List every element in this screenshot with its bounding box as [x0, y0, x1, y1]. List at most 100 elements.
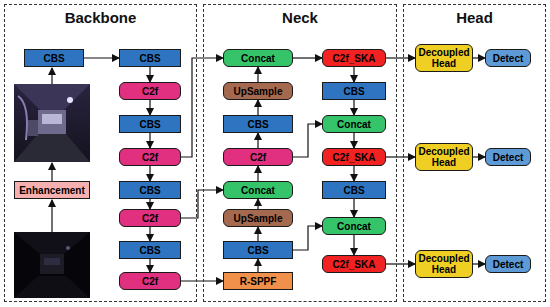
flow-connector: [257, 227, 258, 241]
flow-connector: [181, 58, 223, 157]
enhanced-image-ground: [14, 84, 90, 162]
tunnel-floor: [14, 276, 90, 298]
decoupled-head-block: Decoupled Head: [415, 250, 473, 278]
flow-connector: [473, 156, 485, 157]
region-title: Head: [404, 9, 545, 26]
block-label: C2f: [142, 86, 158, 97]
block-label: CBS: [247, 119, 268, 130]
flow-connector: [181, 190, 223, 218]
lamp: [66, 246, 70, 250]
flow-connector: [149, 67, 150, 82]
cbs-block: CBS: [322, 82, 386, 100]
c2f-ska-block: C2f_SKA: [322, 49, 386, 67]
block-label: C2f_SKA: [333, 152, 376, 163]
c2f-block: C2f: [119, 148, 181, 166]
block-label: Decoupled Head: [418, 146, 469, 168]
flow-connector: [293, 57, 322, 58]
block-label: C2f: [142, 152, 158, 163]
c2f-block: C2f: [119, 272, 181, 290]
block-label: C2f: [142, 213, 158, 224]
flow-connector: [149, 100, 150, 115]
flow-connector: [257, 199, 258, 209]
flow-connector: [149, 259, 150, 272]
block-label: CBS: [247, 245, 268, 256]
block-label: Enhancement: [19, 185, 85, 196]
block-label: CBS: [139, 53, 160, 64]
c2f-block: C2f: [119, 82, 181, 100]
block-label: Concat: [241, 53, 275, 64]
flow-connector: [149, 227, 150, 241]
flow-connector: [353, 100, 354, 115]
lamp: [67, 97, 73, 103]
region-panel: BackboneCBSEnhancementCBSC2fCBSC2fCBSC2f…: [4, 4, 197, 302]
block-label: Detect: [493, 152, 524, 163]
concat-block: Concat: [322, 217, 386, 235]
block-label: CBS: [139, 185, 160, 196]
cbs-block: CBS: [119, 49, 181, 67]
machine-panel: [42, 114, 62, 124]
flow-connector: [257, 166, 258, 181]
cbs-block: CBS: [322, 181, 386, 199]
concat-block: Concat: [322, 115, 386, 133]
flow-connector: [473, 263, 485, 264]
flow-connector: [257, 259, 258, 272]
sppf-block: R-SPPF: [223, 272, 293, 290]
enhanced-image: [14, 84, 90, 162]
flow-connector: [257, 100, 258, 115]
flow-arrow: [51, 68, 52, 84]
c2f-block: C2f: [119, 209, 181, 227]
machine-body: [40, 254, 64, 274]
c2f-ska-block: C2f_SKA: [322, 148, 386, 166]
flow-connector: [257, 67, 258, 82]
flow-connector: [473, 57, 485, 58]
block-label: CBS: [139, 119, 160, 130]
flow-connector: [149, 133, 150, 148]
detect-block: Detect: [485, 49, 531, 67]
decoupled-head-block: Decoupled Head: [415, 143, 473, 171]
cbs-block: CBS: [119, 115, 181, 133]
enhancement-block: Enhancement: [14, 181, 90, 199]
flow-connector: [386, 57, 415, 58]
block-label: R-SPPF: [240, 276, 277, 287]
decoupled-head-block: Decoupled Head: [415, 44, 473, 72]
block-label: Decoupled Head: [418, 253, 469, 275]
detect-block: Detect: [485, 148, 531, 166]
block-label: CBS: [343, 185, 364, 196]
block-label: C2f_SKA: [333, 53, 376, 64]
block-label: C2f_SKA: [333, 259, 376, 270]
dark-image: [14, 232, 90, 298]
flow-connector: [149, 166, 150, 181]
concat-block: Concat: [223, 49, 293, 67]
flow-connector: [84, 57, 119, 58]
flow-connector: [386, 263, 415, 264]
flow-connector: [293, 226, 322, 250]
block-label: Concat: [337, 119, 371, 130]
region-title: Backbone: [5, 9, 196, 26]
flow-connector: [353, 133, 354, 148]
region-panel: NeckConcatUpSampleCBSC2fConcatUpSampleCB…: [203, 4, 397, 302]
region-title: Neck: [204, 9, 396, 26]
block-label: Concat: [337, 221, 371, 232]
block-label: Detect: [493, 53, 524, 64]
cbs-block: CBS: [223, 115, 293, 133]
detect-block: Detect: [485, 255, 531, 273]
flow-connector: [386, 156, 415, 157]
block-label: Decoupled Head: [418, 47, 469, 69]
block-label: CBS: [139, 245, 160, 256]
flow-connector: [353, 199, 354, 217]
flow-connector: [257, 133, 258, 148]
cbs-block: CBS: [223, 241, 293, 259]
machine-side: [28, 120, 38, 136]
pipe: [18, 96, 27, 140]
block-label: CBS: [343, 86, 364, 97]
block-label: UpSample: [234, 213, 283, 224]
flow-connector: [149, 199, 150, 209]
cbs-block: CBS: [24, 49, 84, 67]
flow-connector: [181, 280, 223, 281]
c2f-block: C2f: [223, 148, 293, 166]
cbs-block: CBS: [119, 241, 181, 259]
c2f-ska-block: C2f_SKA: [322, 255, 386, 273]
block-label: Concat: [241, 185, 275, 196]
flow-connector: [293, 124, 322, 157]
